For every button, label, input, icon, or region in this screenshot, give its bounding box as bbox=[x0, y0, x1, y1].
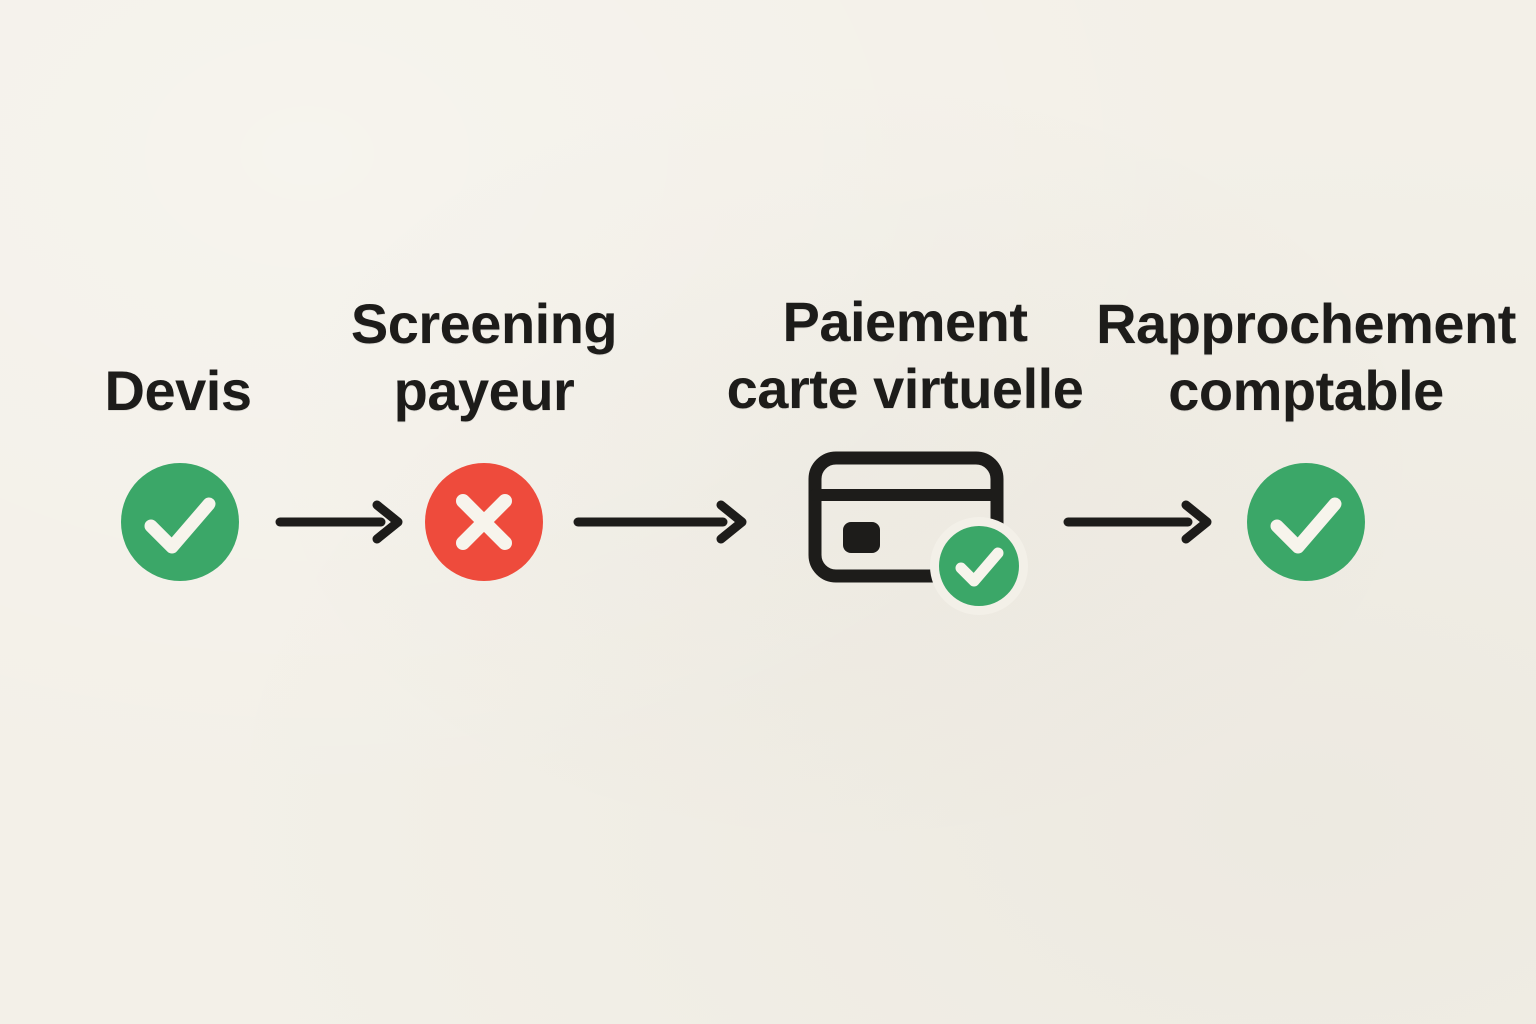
x-circle-icon bbox=[425, 463, 543, 581]
label-line: payeur bbox=[393, 359, 575, 422]
label-line: Screening bbox=[350, 292, 618, 355]
credit-card-check-icon bbox=[808, 451, 1028, 615]
arrow-right-icon bbox=[275, 500, 403, 544]
check-badge bbox=[939, 526, 1019, 606]
step-label-rapprochement-comptable: Rapprochement comptable bbox=[1096, 290, 1516, 424]
step-label-devis: Devis bbox=[105, 357, 252, 424]
label-line: Rapprochement bbox=[1096, 292, 1516, 355]
label-line: carte virtuelle bbox=[726, 357, 1084, 420]
card-chip bbox=[843, 522, 880, 553]
check-circle-icon bbox=[1247, 463, 1365, 581]
label-line: comptable bbox=[1168, 359, 1444, 422]
arrow-right-icon bbox=[1063, 500, 1212, 544]
arrow-right-icon bbox=[573, 500, 747, 544]
step-label-screening-payeur: Screening payeur bbox=[350, 290, 618, 424]
label-line: Paiement bbox=[782, 290, 1028, 353]
check-circle-icon bbox=[121, 463, 239, 581]
step-label-paiement-carte-virtuelle: Paiement carte virtuelle bbox=[727, 288, 1084, 422]
label-line: Devis bbox=[104, 359, 252, 422]
